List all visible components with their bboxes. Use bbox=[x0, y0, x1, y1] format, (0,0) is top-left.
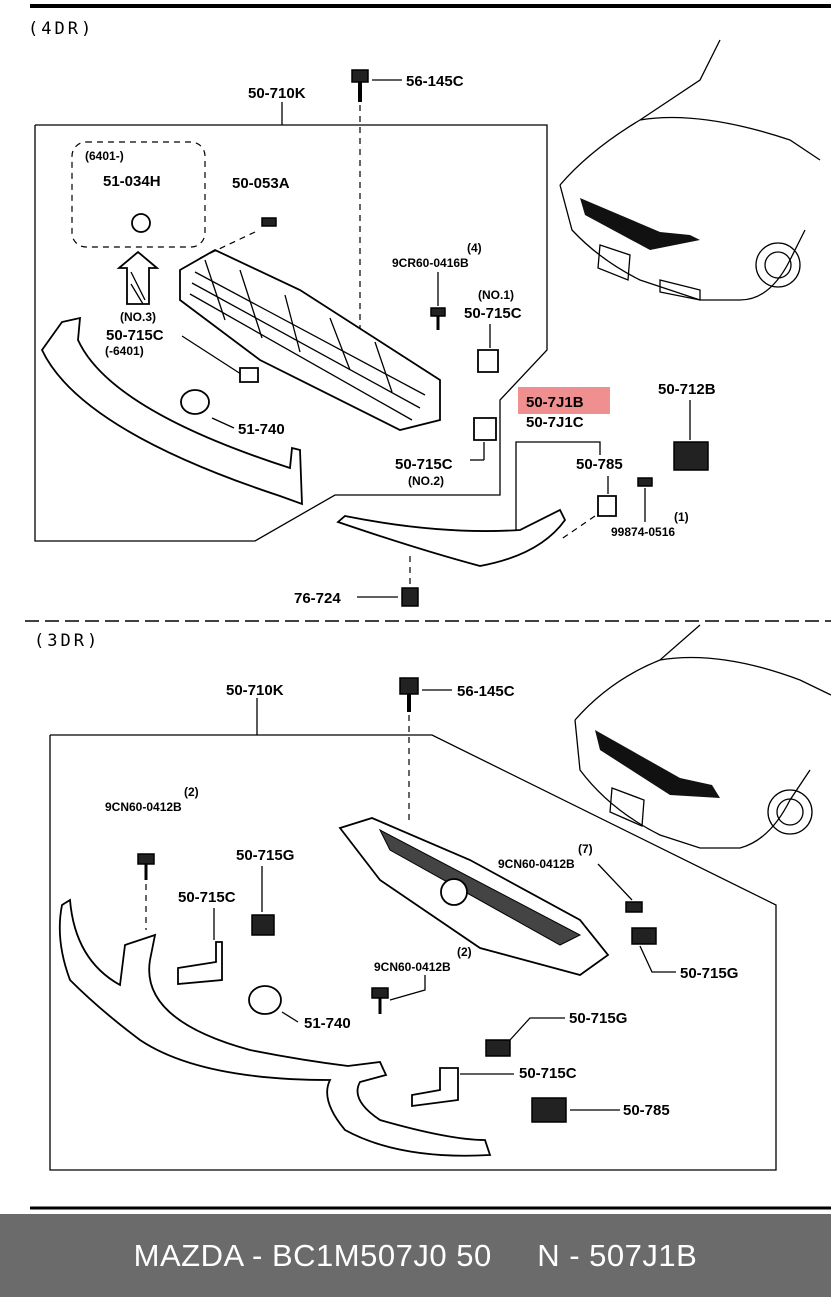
screw-icon bbox=[351, 69, 369, 83]
label-highlighted-part[interactable]: 50-7J1B bbox=[526, 394, 584, 411]
screw-icon bbox=[625, 901, 643, 913]
highlight-box bbox=[518, 387, 610, 414]
label-screw-top-3dr: 56-145C bbox=[457, 683, 515, 700]
frame-3dr bbox=[49, 734, 777, 1171]
label-clip-712b: 50-712B bbox=[658, 381, 716, 398]
parts-diagram: (4DR) (6401-) 51-034H 56-145C 50-053A (4… bbox=[25, 4, 831, 1210]
label-plug-4dr: 51-740 bbox=[238, 421, 285, 438]
car-sketch-3dr bbox=[574, 624, 831, 849]
arrow-up-icon bbox=[116, 250, 160, 305]
label-bracket-715g-c: 50-715G bbox=[569, 1010, 627, 1027]
label-screw-9cr: 9CR60-0416B bbox=[392, 256, 469, 270]
bracket-icon bbox=[251, 914, 275, 936]
emblem-box bbox=[71, 141, 206, 248]
label-screw-9cn-b: 9CN60-0412B bbox=[498, 857, 575, 871]
clip-icon bbox=[261, 217, 277, 227]
clip-icon bbox=[673, 441, 709, 471]
label-retainer-785-3dr: 50-785 bbox=[623, 1102, 670, 1119]
label-fastener-76: 76-724 bbox=[294, 590, 341, 607]
note-minus-6401: (-6401) bbox=[105, 344, 144, 358]
car-sketch-4dr bbox=[559, 39, 821, 301]
fastener-icon bbox=[401, 587, 419, 607]
label-bracket-715c-b: 50-715C bbox=[519, 1065, 577, 1082]
screw-icon bbox=[399, 677, 419, 695]
bracket-icon bbox=[477, 349, 499, 373]
plug-icon bbox=[180, 389, 210, 415]
label-screw-top-4dr: 56-145C bbox=[406, 73, 464, 90]
label-bracket-715g-a: 50-715G bbox=[236, 847, 294, 864]
retainer-icon bbox=[531, 1097, 567, 1123]
emblem-icon bbox=[440, 878, 468, 906]
bracket-icon bbox=[177, 941, 223, 985]
qty-2b: (2) bbox=[457, 945, 472, 959]
header-3dr: (3DR) bbox=[34, 631, 100, 651]
screw-icon bbox=[137, 853, 155, 865]
bracket-icon bbox=[485, 1039, 511, 1057]
qty-7: (7) bbox=[578, 842, 593, 856]
note-no2: (NO.2) bbox=[408, 474, 444, 488]
label-screw-9cn-a: 9CN60-0412B bbox=[105, 800, 182, 814]
bumper-3dr bbox=[58, 898, 492, 1157]
bumper-4dr bbox=[40, 316, 303, 506]
header-4dr: (4DR) bbox=[28, 19, 94, 39]
label-bracket-715g-b: 50-715G bbox=[680, 965, 738, 982]
label-garnish: 50-7J1C bbox=[526, 414, 584, 431]
bracket-icon bbox=[473, 417, 497, 441]
label-screw-9cn-c: 9CN60-0412B bbox=[374, 960, 451, 974]
label-plug-3dr: 51-740 bbox=[304, 1015, 351, 1032]
label-screw-99874: 99874-0516 bbox=[611, 525, 675, 539]
bracket-icon bbox=[239, 367, 259, 383]
screw-icon bbox=[371, 987, 389, 999]
bracket-icon bbox=[411, 1067, 459, 1108]
label-bracket-715c-3: 50-715C bbox=[106, 327, 164, 344]
retainer-icon bbox=[597, 495, 617, 517]
emblem-icon bbox=[131, 213, 151, 233]
label-bracket-715c-a: 50-715C bbox=[178, 889, 236, 906]
note-no1: (NO.1) bbox=[478, 288, 514, 302]
screw-icon bbox=[637, 477, 653, 487]
qty-4: (4) bbox=[467, 241, 482, 255]
label-clip-053a: 50-053A bbox=[232, 175, 290, 192]
plug-icon bbox=[248, 985, 282, 1015]
bracket-icon bbox=[631, 927, 657, 945]
screw-icon bbox=[430, 307, 446, 317]
note-6401: (6401-) bbox=[85, 149, 124, 163]
qty-1: (1) bbox=[674, 510, 689, 524]
grille-4dr bbox=[179, 248, 441, 431]
label-bracket-715c-2: 50-715C bbox=[395, 456, 453, 473]
note-no3: (NO.3) bbox=[120, 310, 156, 324]
label-bracket-715c-1: 50-715C bbox=[464, 305, 522, 322]
qty-2a: (2) bbox=[184, 785, 199, 799]
label-grille-3dr: 50-710K bbox=[226, 682, 284, 699]
footer-text: MAZDA - BC1M507J0 50 N - 507J1B bbox=[133, 1237, 698, 1273]
footer-bar: MAZDA - BC1M507J0 50 N - 507J1B bbox=[0, 1214, 831, 1297]
label-retainer-785-4dr: 50-785 bbox=[576, 456, 623, 473]
label-emblem: 51-034H bbox=[103, 173, 161, 190]
garnish-strip bbox=[336, 508, 567, 567]
label-grille-4dr: 50-710K bbox=[248, 85, 306, 102]
frame-4dr bbox=[34, 124, 548, 542]
